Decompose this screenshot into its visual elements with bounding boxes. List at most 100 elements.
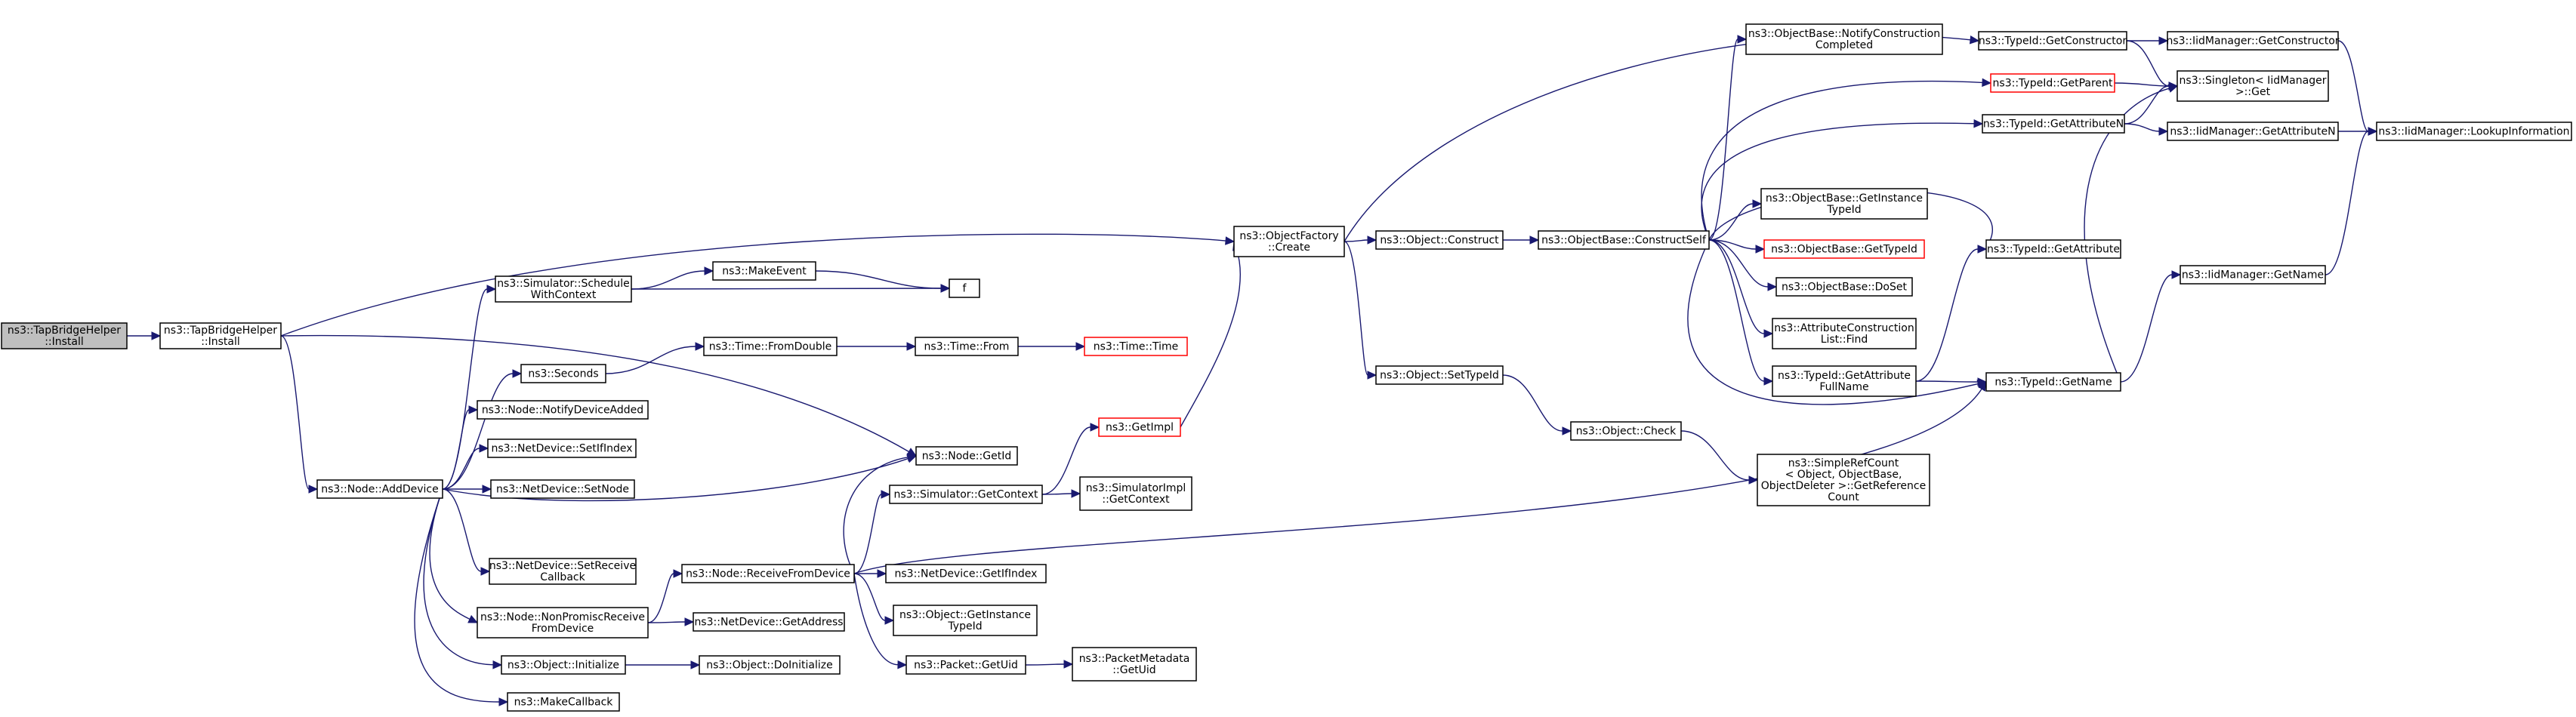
edge-adddevice-to-nonpromisc xyxy=(429,488,479,623)
node-simplerefcount[interactable]: ns3::SimpleRefCount< Object, ObjectBase,… xyxy=(1757,454,1930,506)
node-typeid_getname[interactable]: ns3::TypeId::GetName xyxy=(1985,372,2121,392)
node-iid_getname[interactable]: ns3::IidManager::GetName xyxy=(2180,265,2326,285)
node-label: FullName xyxy=(1819,381,1868,393)
edge-adddevice-to-notifydeviceadded xyxy=(442,405,479,490)
node-label: ns3::MakeCallback xyxy=(514,697,614,709)
node-label: ns3::NetDevice::SetIfIndex xyxy=(492,443,633,455)
edge-obj_settypeid-to-obj_check xyxy=(1502,374,1572,435)
node-label: ns3::Node::NotifyDeviceAdded xyxy=(482,405,643,417)
node-receivefromdevice[interactable]: ns3::Node::ReceiveFromDevice xyxy=(681,564,855,583)
node-iid_getattributen[interactable]: ns3::IidManager::GetAttributeN xyxy=(2167,122,2339,141)
node-label: < Object, ObjectBase, xyxy=(1785,469,1902,481)
edge-root-to-tbh_install xyxy=(127,331,162,340)
node-packetmetadata_getuid[interactable]: ns3::PacketMetadata::GetUid xyxy=(1072,647,1197,682)
edge-nonpromisc-to-receivefromdevice xyxy=(647,569,683,623)
node-label: ns3::Time::FromDouble xyxy=(709,341,832,353)
node-setnode[interactable]: ns3::NetDevice::SetNode xyxy=(490,479,635,499)
edge-adddevice-to-setifindex xyxy=(442,444,489,490)
node-label: WithContext xyxy=(531,289,597,301)
node-obj_check[interactable]: ns3::Object::Check xyxy=(1570,421,1682,441)
node-node_getid[interactable]: ns3::Node::GetId xyxy=(915,446,1018,466)
node-typeid_getconstructor[interactable]: ns3::TypeId::GetConstructor xyxy=(1978,31,2127,51)
node-tbh_install[interactable]: ns3::TapBridgeHelper::Install xyxy=(159,322,282,349)
node-label: ns3::Time::Time xyxy=(1094,341,1178,353)
node-typeid_getparent[interactable]: ns3::TypeId::GetParent xyxy=(1990,73,2115,93)
node-label: ns3::TypeId::GetAttributeN xyxy=(1983,118,2124,131)
node-typeid_getattribute[interactable]: ns3::TypeId::GetAttribute xyxy=(1985,239,2121,259)
node-label: Completed xyxy=(1816,39,1873,51)
node-root[interactable]: ns3::TapBridgeHelper::Install xyxy=(1,322,128,349)
node-label: Callback xyxy=(540,571,585,583)
node-time_fromdouble[interactable]: ns3::Time::FromDouble xyxy=(703,337,838,356)
edge-constructself-to-typeid_getparent xyxy=(1701,78,1992,241)
node-label: ns3::ObjectBase::GetTypeId xyxy=(1771,244,1917,256)
node-label: ns3::Simulator::GetContext xyxy=(893,489,1038,501)
node-packet_getuid[interactable]: ns3::Packet::GetUid xyxy=(905,655,1026,675)
node-simimpl_getcontext[interactable]: ns3::SimulatorImpl::GetContext xyxy=(1079,476,1192,511)
edge-typeid_getattributen-to-iid_getattributen xyxy=(2124,123,2169,136)
node-getifindex[interactable]: ns3::NetDevice::GetIfIndex xyxy=(885,564,1047,583)
node-time_time[interactable]: ns3::Time::Time xyxy=(1084,337,1188,356)
node-obj_initialize[interactable]: ns3::Object::Initialize xyxy=(501,655,626,675)
node-label: ns3::NetDevice::GetIfIndex xyxy=(895,568,1038,580)
node-label: ::GetContext xyxy=(1102,494,1170,506)
node-label: ns3::Object::Construct xyxy=(1380,235,1499,247)
node-notifydeviceadded[interactable]: ns3::Node::NotifyDeviceAdded xyxy=(477,400,649,420)
node-notifyconstruction[interactable]: ns3::ObjectBase::NotifyConstructionCompl… xyxy=(1745,23,1943,55)
node-label: ns3::TypeId::GetParent xyxy=(1993,78,2113,90)
node-time_from[interactable]: ns3::Time::From xyxy=(915,337,1019,356)
node-setifindex[interactable]: ns3::NetDevice::SetIfIndex xyxy=(487,439,637,458)
node-label: ns3::Node::ReceiveFromDevice xyxy=(686,568,850,580)
node-makecallback[interactable]: ns3::MakeCallback xyxy=(507,692,620,712)
node-typeid_getattributen[interactable]: ns3::TypeId::GetAttributeN xyxy=(1982,114,2125,134)
edge-sim_getcontext-to-simimpl_getcontext xyxy=(1041,489,1081,498)
edge-adddevice-to-setnode xyxy=(443,485,492,494)
node-label: ns3::Seconds xyxy=(528,368,598,380)
node-label: ns3::Node::AddDevice xyxy=(321,484,438,496)
node-constructself[interactable]: ns3::ObjectBase::ConstructSelf xyxy=(1538,230,1710,250)
node-iid_lookupinformation[interactable]: ns3::IidManager::LookupInformation xyxy=(2376,122,2572,141)
edge-receivefromdevice-to-packet_getuid xyxy=(853,573,908,669)
edge-packet_getuid-to-packetmetadata_getuid xyxy=(1025,660,1074,669)
node-label: ns3::TypeId::GetName xyxy=(1994,377,2112,389)
edge-constructself-to-typeid_getattributen xyxy=(1701,118,1984,241)
node-label: ns3::Packet::GetUid xyxy=(914,660,1018,672)
node-label: ns3::Object::Check xyxy=(1576,426,1677,438)
node-label: ns3::TypeId::GetConstructor xyxy=(1979,35,2127,48)
edge-constructself-to-ob_doset xyxy=(1708,239,1778,291)
node-seconds[interactable]: ns3::Seconds xyxy=(520,364,606,383)
node-singleton_get[interactable]: ns3::Singleton< IidManager >::Get xyxy=(2176,70,2329,102)
edge-time_fromdouble-to-time_from xyxy=(837,342,917,351)
node-getaddress[interactable]: ns3::NetDevice::GetAddress xyxy=(693,612,845,632)
node-label: ns3::IidManager::GetConstructor xyxy=(2166,35,2339,48)
node-objfactory_create[interactable]: ns3::ObjectFactory::Create xyxy=(1233,226,1345,257)
node-adddevice[interactable]: ns3::Node::AddDevice xyxy=(316,479,443,499)
node-ob_gettypeid[interactable]: ns3::ObjectBase::GetTypeId xyxy=(1763,239,1925,259)
node-label: ns3::SimulatorImpl xyxy=(1086,482,1186,494)
node-makeevent[interactable]: ns3::MakeEvent xyxy=(712,261,816,281)
node-obj_settypeid[interactable]: ns3::Object::SetTypeId xyxy=(1375,365,1504,385)
node-obj_doinitialize[interactable]: ns3::Object::DoInitialize xyxy=(699,655,841,675)
node-f[interactable]: f xyxy=(949,278,980,298)
node-obj_construct[interactable]: ns3::Object::Construct xyxy=(1375,230,1504,250)
edge-constructself-to-typeid_getattributefullname xyxy=(1708,239,1774,386)
nodes-layer: ns3::TapBridgeHelper::Install ns3::TapBri… xyxy=(1,23,2572,712)
node-label: ::Install xyxy=(201,336,240,348)
node-ob_doset[interactable]: ns3::ObjectBase::DoSet xyxy=(1775,277,1913,297)
node-getimpl[interactable]: ns3::GetImpl xyxy=(1098,417,1181,437)
node-label: ns3::IidManager::LookupInformation xyxy=(2378,126,2569,138)
edge-objfactory_create-to-obj_construct xyxy=(1344,235,1377,245)
edge-getimpl-to-objfactory_create xyxy=(1180,240,1242,428)
node-label: ns3::ObjectBase::GetInstance xyxy=(1766,192,1923,205)
node-label: ns3::PacketMetadata xyxy=(1079,653,1190,665)
node-sim_getcontext[interactable]: ns3::Simulator::GetContext xyxy=(889,485,1043,504)
node-label: f xyxy=(963,283,967,295)
node-iid_getconstructor[interactable]: ns3::IidManager::GetConstructor xyxy=(2166,31,2340,51)
